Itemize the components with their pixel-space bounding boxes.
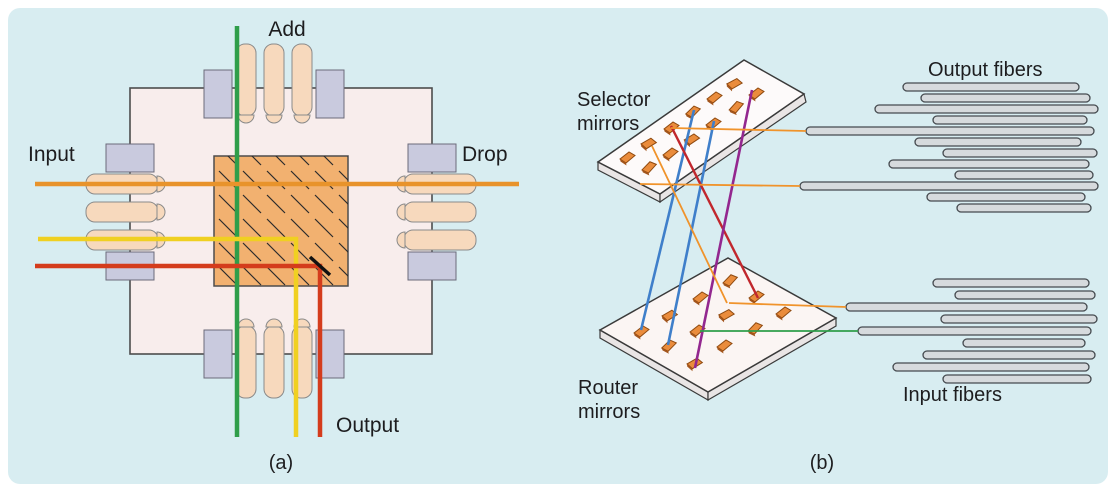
output-fiber-bundle [799, 82, 1099, 213]
lens-bump-icon [265, 114, 283, 124]
lens-bump-icon [396, 203, 406, 221]
input-fiber [940, 314, 1098, 324]
output-fiber [920, 93, 1091, 103]
beam-red [669, 125, 760, 299]
beam-reflected-yellow [38, 236, 299, 437]
output-fiber [914, 137, 1082, 147]
output-fiber [874, 104, 1099, 114]
fiber-bar [403, 201, 477, 223]
lens-bump-icon [156, 203, 166, 221]
label-output-fibers: Output fibers [928, 59, 1043, 81]
lens-bump-icon [265, 318, 283, 328]
tilted-mirror-mark [308, 255, 332, 277]
coupler-block [407, 251, 457, 281]
output-fiber [942, 148, 1098, 158]
output-fiber [805, 126, 1095, 136]
router-mirror-plate [598, 257, 838, 402]
coupler-block [407, 143, 457, 173]
input-fiber [845, 302, 1088, 312]
panel-a: Add Input Drop Output (a) [28, 18, 519, 474]
input-fiber [892, 362, 1090, 372]
label-input: Input [28, 143, 75, 166]
coupler-block [203, 329, 233, 379]
beam-orange-to-output-2 [639, 183, 801, 187]
fiber-coupler-blocks [105, 69, 457, 379]
input-fiber [857, 326, 1092, 336]
caption-b: (b) [810, 452, 834, 474]
plate-face [598, 257, 838, 393]
coupler-block [315, 69, 345, 119]
label-router-mirrors-line2: mirrors [578, 401, 640, 423]
fiber-bar [403, 229, 477, 251]
label-add: Add [268, 18, 305, 41]
beam-blue-1 [639, 109, 696, 331]
output-fiber [954, 170, 1094, 180]
output-fiber [902, 82, 1080, 92]
beam-purple [693, 89, 754, 369]
fiber-bar [263, 325, 285, 399]
beam-orange-diagonal [651, 145, 728, 304]
output-fiber [932, 115, 1088, 125]
input-fiber [954, 290, 1096, 300]
beam-blue-2 [666, 120, 716, 346]
panel-b: Selector mirrors Output fibers Router mi… [577, 59, 1099, 474]
caption-a: (a) [269, 452, 293, 474]
input-fiber [922, 350, 1096, 360]
label-selector-mirrors-line2: mirrors [577, 113, 639, 135]
fiber-bar [85, 201, 159, 223]
label-selector-mirrors-line1: Selector [577, 89, 651, 111]
output-fiber [926, 192, 1086, 202]
beam-paths [639, 89, 858, 369]
beam-orange-to-output-1 [670, 127, 807, 132]
coupler-block [203, 69, 233, 119]
lens-bump-icon [293, 114, 311, 124]
input-fiber-bundle [845, 278, 1098, 384]
output-fiber [956, 203, 1092, 213]
fiber-bar [291, 43, 313, 117]
label-output: Output [336, 414, 399, 437]
input-fiber [932, 278, 1090, 288]
coupler-block [105, 143, 155, 173]
label-input-fibers: Input fibers [903, 384, 1002, 406]
label-router-mirrors-line1: Router [578, 377, 638, 399]
output-fiber [888, 159, 1090, 169]
label-drop: Drop [462, 143, 508, 166]
input-fiber [962, 338, 1086, 348]
output-fiber [799, 181, 1099, 191]
beam-orange-to-input [728, 302, 847, 308]
fiber-bar [263, 43, 285, 117]
input-fiber [942, 374, 1092, 384]
lens-bump-icon [396, 231, 406, 249]
